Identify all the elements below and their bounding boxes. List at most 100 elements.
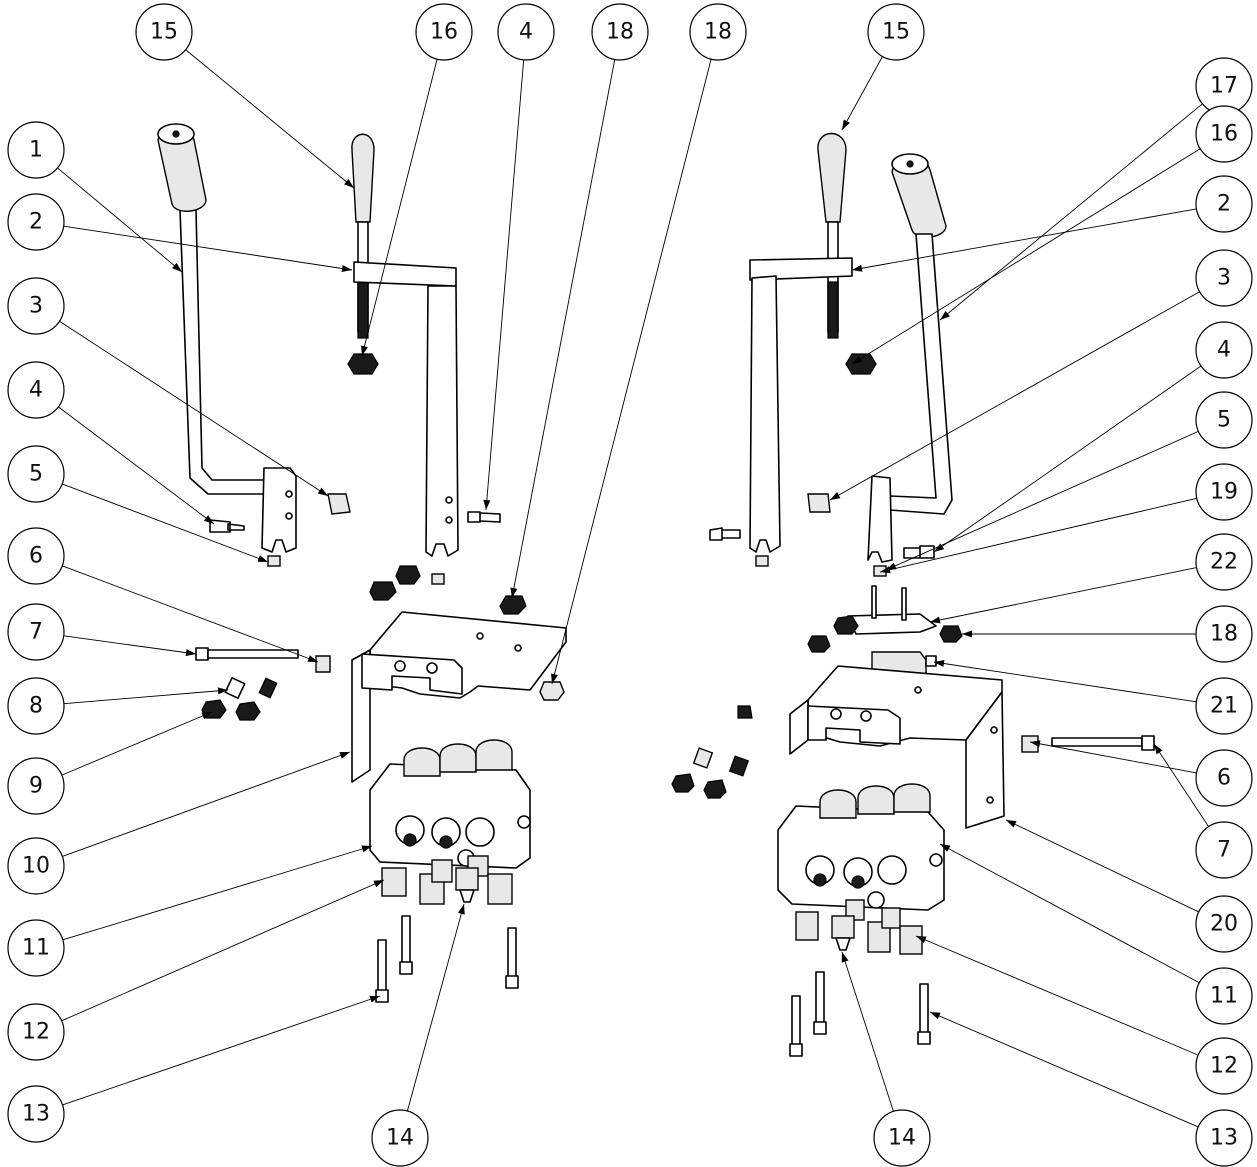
fittings-12-left [381, 855, 513, 905]
leader-arrowhead [361, 345, 368, 356]
leader-arrowhead [1154, 744, 1163, 755]
leader-line [939, 103, 1203, 321]
leader-arrowhead [510, 587, 518, 598]
leader-arrowhead [457, 904, 465, 915]
bushing-6-left [315, 655, 331, 673]
leader-arrowhead [852, 264, 863, 272]
nut-18-left-c [499, 595, 527, 615]
balloon-8: 8 [7, 677, 65, 735]
nut-9-left-b [235, 701, 261, 721]
leader-arrowhead [930, 616, 941, 624]
balloon-15-left: 15 [135, 3, 193, 61]
leader-arrowhead [930, 1012, 941, 1020]
leader-line [1005, 819, 1199, 913]
leader-arrowhead [830, 492, 841, 500]
svg-text:5: 5 [29, 462, 43, 487]
svg-text:2: 2 [29, 210, 43, 235]
balloon-22: 22 [1195, 533, 1253, 591]
svg-text:14: 14 [386, 1126, 414, 1151]
nut-18-right-b [939, 625, 963, 643]
leader-line [485, 59, 525, 511]
leader-line [915, 935, 1199, 1056]
leader-line [58, 406, 215, 525]
balloon-9: 9 [7, 757, 65, 815]
sleeve-5-right-a [755, 555, 769, 567]
bolt-7-right [1051, 735, 1155, 751]
leader-arrowhead [1006, 820, 1017, 828]
leader-arrowhead [203, 515, 214, 524]
svg-text:8: 8 [29, 694, 43, 719]
nut-18-right-c [807, 635, 831, 653]
svg-text:4: 4 [519, 20, 533, 45]
svg-text:3: 3 [1217, 266, 1231, 291]
nut-18-left-d [539, 681, 565, 701]
leader-arrowhead [842, 119, 850, 130]
bolts-13-left [375, 915, 519, 1003]
svg-text:18: 18 [606, 20, 634, 45]
nut-18-right-a [833, 615, 859, 635]
leader-arrowhead [344, 178, 354, 188]
pin-4-right-a [709, 527, 741, 541]
balloon-10: 10 [7, 837, 65, 895]
leader-line [62, 845, 373, 941]
balloon-3-right: 3 [1195, 249, 1253, 307]
balloon-14-left: 14 [371, 1109, 429, 1167]
balloon-4-left: 4 [7, 361, 65, 419]
svg-text:16: 16 [1210, 122, 1238, 147]
svg-text:4: 4 [29, 378, 43, 403]
leader-arrowhead [940, 310, 950, 320]
leader-line [933, 365, 1202, 553]
svg-text:7: 7 [1217, 838, 1231, 863]
valve-block-left [369, 739, 531, 869]
mounting-bracket-right [789, 665, 1005, 829]
pin-4-left-b [467, 511, 501, 523]
nut-18-left-a [369, 581, 397, 601]
leader-line [61, 711, 213, 776]
balloon-5-right: 5 [1195, 391, 1253, 449]
balloon-18-right: 18 [1195, 605, 1253, 663]
nut-right-e [703, 779, 727, 799]
balloon-19: 19 [1195, 463, 1253, 521]
leader-arrowhead [880, 566, 891, 574]
leader-line [63, 635, 197, 655]
svg-text:11: 11 [1210, 984, 1238, 1009]
leader-line [62, 565, 319, 663]
svg-text:22: 22 [1210, 550, 1238, 575]
leader-arrowhead [934, 660, 945, 667]
svg-text:12: 12 [1210, 1054, 1238, 1079]
valve-block-right [777, 783, 945, 911]
knob-rod-right [817, 133, 847, 339]
fitting-14-right [831, 915, 855, 951]
leader-line [551, 59, 712, 685]
nut-right-d [671, 773, 695, 793]
balloon-2-left: 2 [7, 193, 65, 251]
balloon-11-right: 11 [1195, 967, 1253, 1025]
leader-arrowhead [185, 649, 196, 657]
leader-arrowhead [341, 265, 352, 272]
leader-line [185, 49, 355, 189]
pin-4-right-b [903, 545, 935, 559]
leader-arrowhead [361, 845, 372, 853]
nut-16-right [845, 353, 877, 375]
bushing-3-right [807, 493, 831, 513]
balloon-12-left: 12 [7, 1003, 65, 1061]
balloon-16-right: 16 [1195, 105, 1253, 163]
fitting-right-a [692, 747, 714, 769]
leader-line [63, 689, 229, 705]
leader-line [62, 483, 269, 563]
leader-line [62, 995, 381, 1106]
svg-text:7: 7 [29, 620, 43, 645]
pin-4-left-a [209, 519, 245, 533]
lever-handle-left [157, 123, 265, 495]
leader-line [841, 951, 894, 1112]
leader-arrowhead [916, 936, 927, 944]
fitting-8-left-b [258, 677, 278, 699]
sleeve-5-left-b [431, 573, 445, 585]
balloon-20: 20 [1195, 895, 1253, 953]
leader-line [851, 148, 1201, 365]
lever-bracket-left [261, 467, 297, 553]
svg-text:2: 2 [1217, 192, 1231, 217]
nut-18-left-b [395, 565, 421, 585]
leader-arrowhead [307, 655, 318, 662]
